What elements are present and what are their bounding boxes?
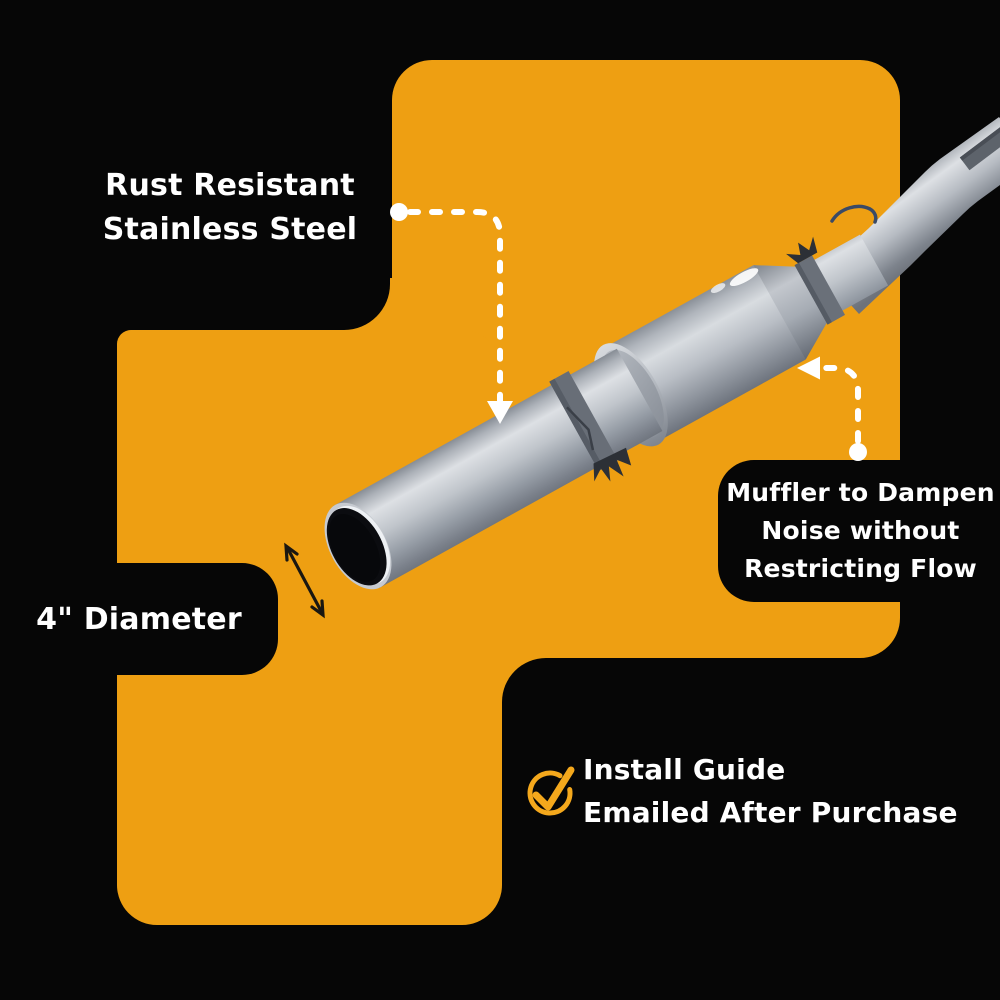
diameter-label: 4" Diameter [36,601,242,637]
callout-muffler: Muffler to Dampen Noise without Restrict… [718,466,1000,596]
callout-box-install [502,658,1000,1000]
callout-box-rust [0,0,390,330]
muffler-line2: Noise without [761,516,960,545]
edge-band-clamp [959,117,1000,171]
rust-line1: Rust Resistant [105,168,355,203]
muffler-line1: Muffler to Dampen [726,478,995,507]
callout-box-muffler [718,460,1000,602]
callout-diameter: 4" Diameter [0,563,278,675]
callout-box-diameter [0,563,278,675]
install-line2: Emailed After Purchase [583,796,958,829]
rust-line2: Stainless Steel [102,212,358,247]
callout-install-guide: Install Guide Emailed After Purchase [583,748,1000,834]
callout-rust-resistant: Rust Resistant Stainless Steel [40,164,420,252]
install-line1: Install Guide [583,753,786,786]
muffler-line3: Restricting Flow [744,554,977,583]
